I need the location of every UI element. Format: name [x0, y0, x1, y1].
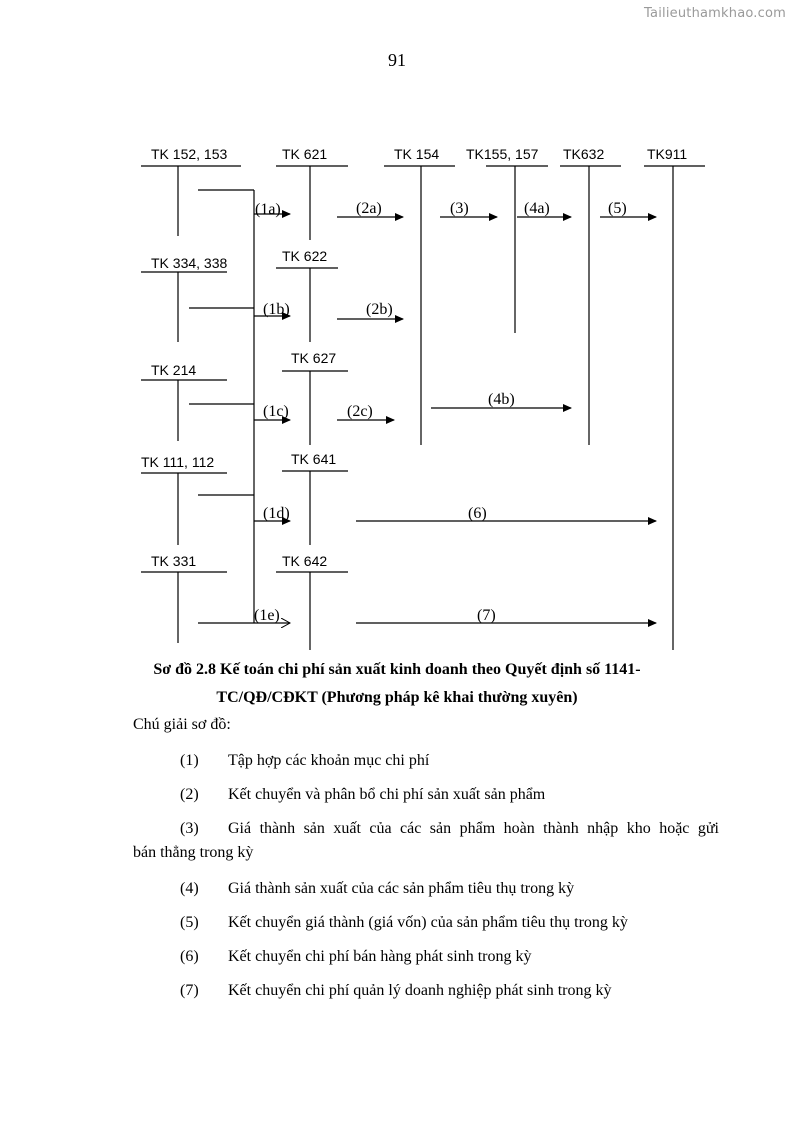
accounting-flow-diagram: TK 152, 153 TK 621 TK 154 TK155, 157 TK6…	[141, 146, 705, 650]
account-label: TK 627	[291, 350, 336, 366]
account-label: TK 334, 338	[151, 255, 227, 271]
account-label: TK 622	[282, 248, 327, 264]
legend-item-text: Giá thành sản xuất của các sản phẩm hoàn…	[228, 820, 719, 837]
legend-item-text: Kết chuyển và phân bổ chi phí sản xuất s…	[228, 786, 546, 803]
legend-item-text: Kết chuyển giá thành (giá vốn) của sản p…	[228, 914, 628, 931]
step-label: (1e)	[254, 607, 280, 624]
step-label: (1c)	[263, 403, 289, 420]
legend-item-text-continued: bán thẳng trong kỳ	[133, 844, 254, 861]
diagram-caption: Sơ đồ 2.8 Kế toán chi phí sản xuất kinh …	[0, 656, 794, 712]
step-label: (3)	[450, 200, 469, 217]
account-label: TK 214	[151, 362, 196, 378]
account-label: TK632	[563, 146, 604, 162]
legend-item-number: (2)	[180, 786, 199, 803]
legend-item-number: (6)	[180, 948, 199, 965]
account-label: TK 621	[282, 146, 327, 162]
step-label: (2c)	[347, 403, 373, 420]
step-label: (2a)	[356, 200, 382, 217]
step-label: (7)	[477, 607, 496, 624]
account-label: TK 331	[151, 553, 196, 569]
legend-item-number: (3)	[180, 820, 199, 837]
legend-item-number: (1)	[180, 752, 199, 769]
step-labels: (1a) (2a) (3) (4a) (5) (1b) (2b) (1c) (2…	[254, 200, 627, 624]
flow-arrows	[198, 210, 657, 623]
step-label: (4b)	[488, 391, 515, 408]
legend-item-number: (7)	[180, 982, 199, 999]
step-label: (6)	[468, 505, 487, 522]
caption-line: Sơ đồ 2.8 Kế toán chi phí sản xuất kinh …	[153, 661, 641, 678]
caption-line: TC/QĐ/CĐKT (Phương pháp kê khai thường x…	[216, 689, 578, 706]
account-label: TK911	[647, 146, 687, 162]
step-label: (1d)	[263, 505, 290, 522]
step-label: (4a)	[524, 200, 550, 217]
account-label: TK 111, 112	[141, 454, 214, 470]
account-label: TK 152, 153	[151, 146, 227, 162]
legend-item-number: (5)	[180, 914, 199, 931]
step-label: (2b)	[366, 301, 393, 318]
legend-item-text: Kết chuyển chi phí quản lý doanh nghiệp …	[228, 982, 612, 999]
account-label: TK155, 157	[466, 146, 539, 162]
account-labels: TK 152, 153 TK 621 TK 154 TK155, 157 TK6…	[141, 146, 687, 569]
legend-title: Chú giải sơ đồ:	[133, 716, 231, 733]
step-label: (1a)	[255, 201, 281, 218]
account-label: TK 154	[394, 146, 439, 162]
t-accounts	[141, 165, 705, 650]
page-number: 91	[388, 50, 406, 70]
legend-item-text: Kết chuyển chi phí bán hàng phát sinh tr…	[228, 948, 532, 965]
step-label: (5)	[608, 200, 627, 217]
watermark: Tailieuthamkhao.com	[644, 6, 786, 21]
legend-item-number: (4)	[180, 880, 199, 897]
legend-item-text: Tập hợp các khoản mục chi phí	[228, 752, 430, 769]
step-label: (1b)	[263, 301, 290, 318]
account-label: TK 642	[282, 553, 327, 569]
legend-item-text: Giá thành sản xuất của các sản phẩm tiêu…	[228, 880, 575, 897]
legend-item: (3) Giá thành sản xuất của các sản phẩm …	[133, 817, 719, 865]
account-label: TK 641	[291, 451, 336, 467]
